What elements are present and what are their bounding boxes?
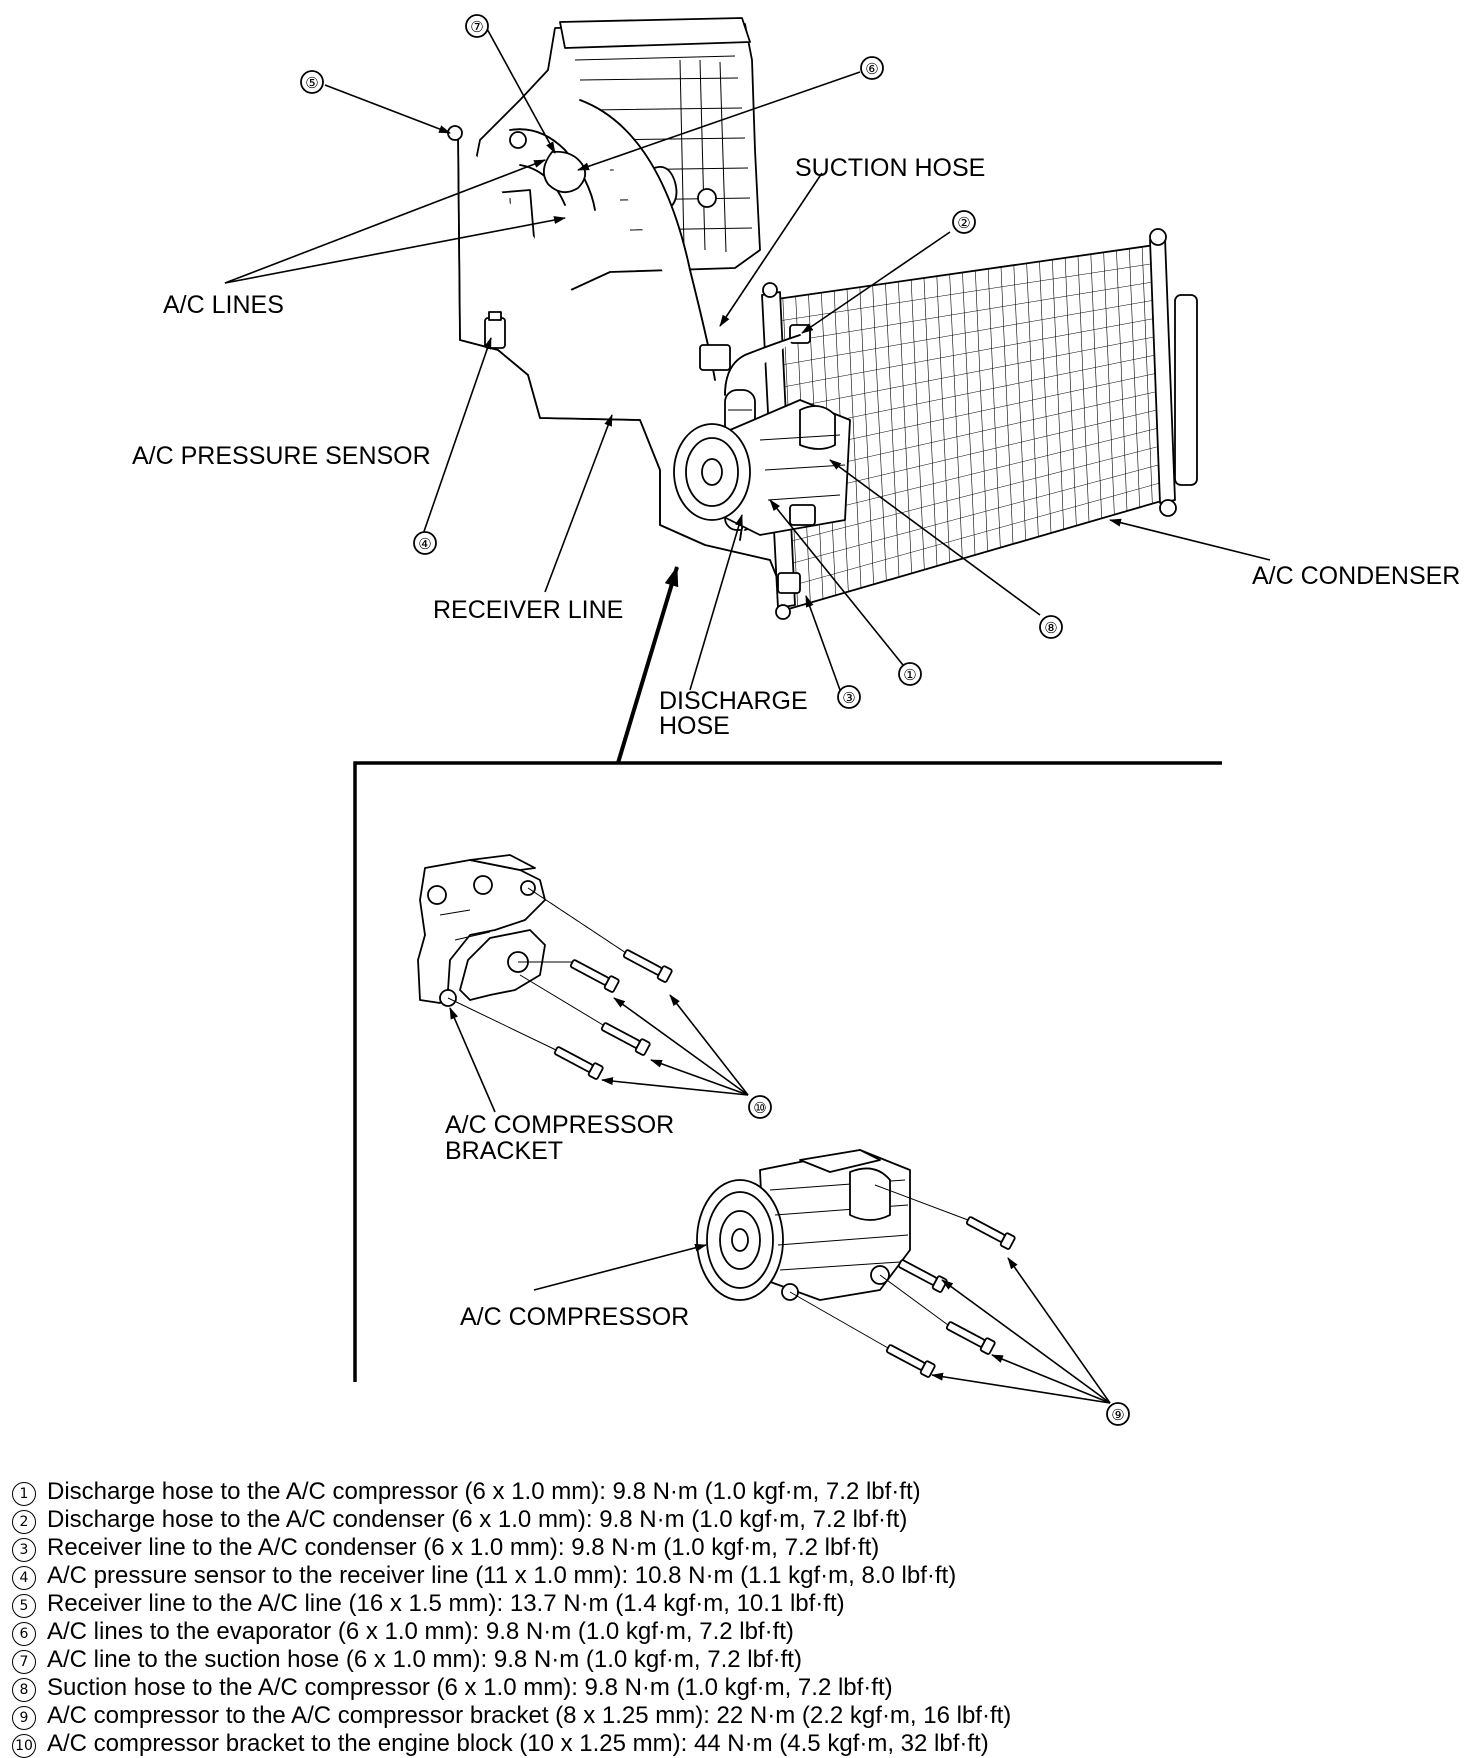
svg-text:⑥: ⑥ [865,60,878,78]
spec-number: 9 [12,1706,36,1730]
ac-compressor-label: A/C COMPRESSOR [460,1303,689,1331]
callout-1: ① [898,662,922,686]
callout-5: ⑤ [300,70,324,94]
spec-text: A/C compressor bracket to the engine blo… [47,1730,989,1757]
callout-10-leaders [449,994,749,1113]
spec-item: 6 A/C lines to the evaporator (6 x 1.0 mm… [12,1618,1011,1646]
condenser-tube [781,445,1163,544]
suction-hose [579,99,731,381]
spec-number: 3 [12,1538,36,1562]
discharge-hose-label-line2: HOSE [659,712,730,740]
spec-number: 5 [12,1594,36,1618]
spec-number: 2 [12,1510,36,1534]
spec-item: 9 A/C compressor to the A/C compressor br… [12,1702,1011,1730]
callout-9: ⑨ [1106,1402,1130,1426]
svg-text:⑤: ⑤ [305,74,318,92]
spec-number: 6 [12,1622,36,1646]
suction-hose-label: SUCTION HOSE [795,154,985,182]
svg-text:②: ② [957,214,970,232]
callout-8: ⑧ [1039,615,1063,639]
svg-text:①: ① [903,666,916,684]
discharge-hose-label-line1: DISCHARGE [659,687,808,715]
callout-10: ⑩ [748,1095,772,1119]
condenser-tube [783,481,1165,589]
receiver-line-label: RECEIVER LINE [433,596,623,624]
callout-3: ③ [837,685,861,709]
inset-frame [353,566,1222,1382]
ac-lines-label: A/C LINES [163,291,284,319]
upper-leaders [224,15,1271,691]
svg-text:⑧: ⑧ [1044,619,1057,637]
callout-7: ⑦ [465,14,489,38]
svg-text:④: ④ [418,535,431,553]
callout-4: ④ [413,531,437,555]
svg-text:⑦: ⑦ [470,18,483,36]
ac-lines [509,128,596,211]
svg-text:⑩: ⑩ [753,1099,766,1117]
spec-text: A/C compressor to the A/C compressor bra… [47,1702,1012,1729]
condenser-tube [771,262,1156,323]
ac-condenser-label: A/C CONDENSER [1252,562,1460,590]
callout-2: ② [952,210,976,234]
ac-pressure-sensor-label: A/C PRESSURE SENSOR [132,442,431,470]
condenser-tube [782,463,1164,566]
torque-spec-list: 1 Discharge hose to the A/C compressor (6… [12,1478,1011,1758]
compressor-bracket-label-line1: A/C COMPRESSOR [445,1111,674,1139]
spec-text: Suction hose to the A/C compressor (6 x … [47,1674,893,1701]
spec-item: 2 Discharge hose to the A/C condenser (6 … [12,1506,1011,1534]
spec-text: A/C pressure sensor to the receiver line… [47,1562,957,1589]
callout-9-leaders [533,1243,1111,1404]
condenser-tube [773,299,1158,367]
spec-number: 4 [12,1566,36,1590]
spec-text: Receiver line to the A/C line (16 x 1.5 … [47,1590,845,1617]
spec-number: 1 [12,1482,36,1506]
ac-compressor-bracket [417,854,546,1007]
spec-text: Receiver line to the A/C condenser (6 x … [47,1534,880,1561]
spec-text: Discharge hose to the A/C compressor (6 … [47,1478,921,1505]
bracket-bolts [447,887,673,1080]
spec-number: 8 [12,1678,36,1702]
spec-item: 4 A/C pressure sensor to the receiver lin… [12,1562,1011,1590]
spec-number: 10 [12,1734,36,1758]
spec-text: Discharge hose to the A/C condenser (6 x… [47,1506,908,1533]
spec-item: 8 Suction hose to the A/C compressor (6 x… [12,1674,1011,1702]
spec-text: A/C lines to the evaporator (6 x 1.0 mm)… [47,1618,794,1645]
svg-text:③: ③ [842,689,855,707]
svg-text:⑨: ⑨ [1111,1406,1124,1424]
compressor-bracket-label-line2: BRACKET [445,1137,563,1165]
spec-number: 7 [12,1650,36,1674]
condenser-tube [772,281,1157,345]
condenser-tube [774,317,1158,389]
spec-item: 10 A/C compressor bracket to the engine b… [12,1730,1011,1758]
callout-6: ⑥ [860,56,884,80]
condenser-tube [775,335,1159,411]
ac-compressor [696,1149,911,1301]
spec-item: 3 Receiver line to the A/C condenser (6 x… [12,1534,1011,1562]
spec-item: 1 Discharge hose to the A/C compressor (6… [12,1478,1011,1506]
spec-text: A/C line to the suction hose (6 x 1.0 mm… [47,1646,802,1673]
spec-item: 7 A/C line to the suction hose (6 x 1.0 m… [12,1646,1011,1674]
ac-compressor-installed [673,399,851,536]
spec-item: 5 Receiver line to the A/C line (16 x 1.5… [12,1590,1011,1618]
